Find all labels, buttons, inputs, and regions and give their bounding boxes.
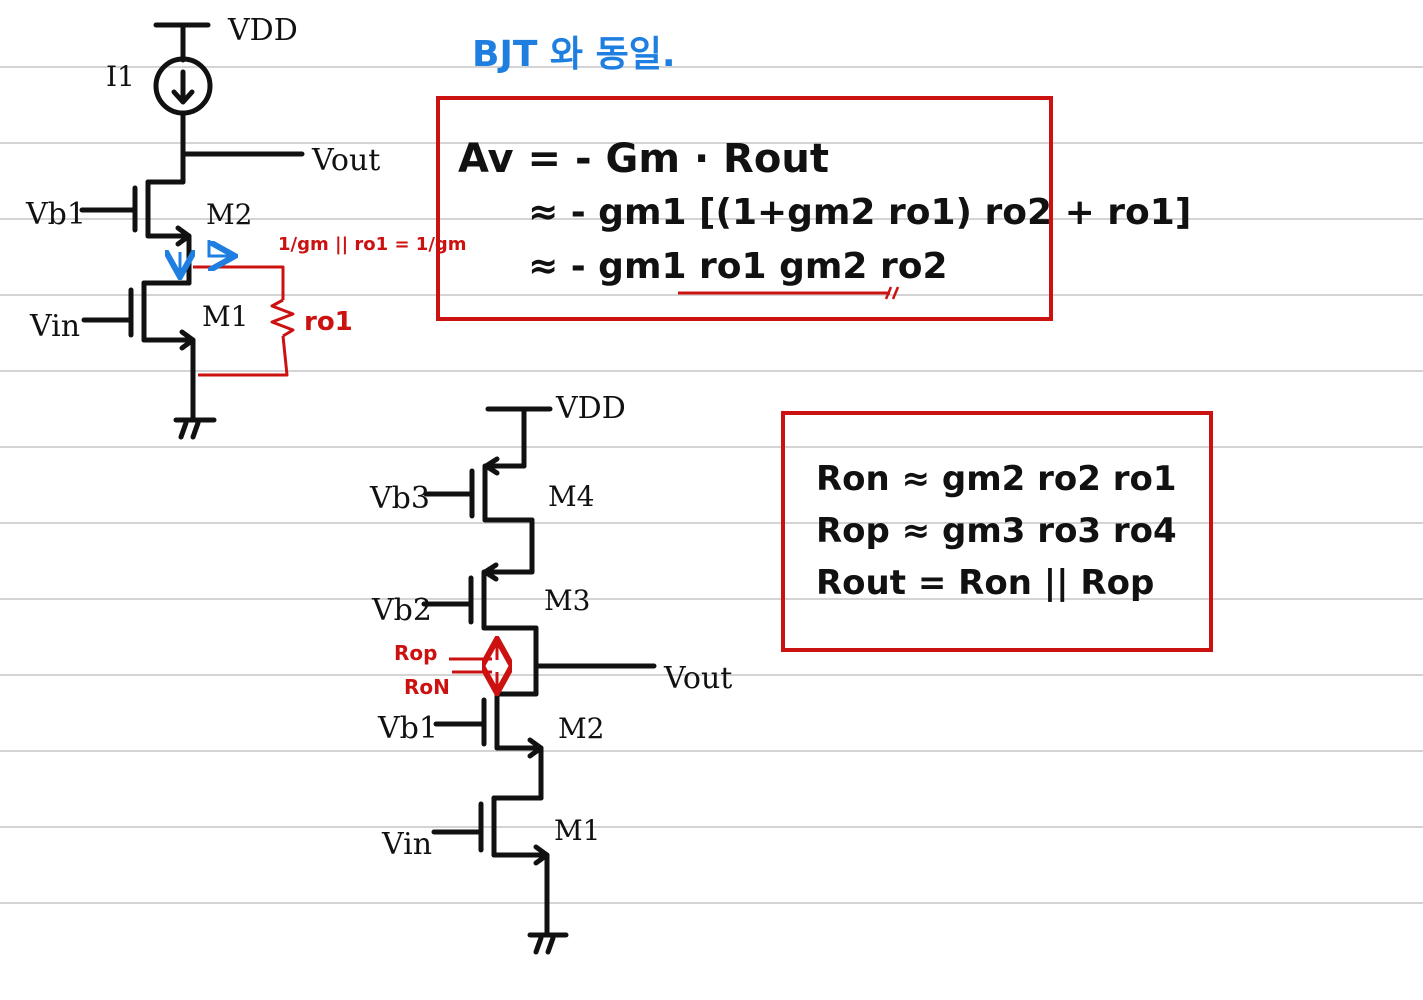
c2-rop-label: Rop xyxy=(394,641,437,665)
c1-vb1-label: Vb1 xyxy=(25,197,86,232)
c1-ro1-label: ro1 xyxy=(304,307,353,337)
rout-line-1: Ron ≈ gm2 ro2 ro1 xyxy=(816,459,1177,499)
c1-m2-label: M2 xyxy=(206,198,252,231)
parallel-mark-1 xyxy=(884,286,893,300)
c2-m1-label: M1 xyxy=(554,814,600,847)
blue-turn-arrow xyxy=(207,240,232,256)
c2-m2-label: M2 xyxy=(558,712,604,745)
gain-line-1: Av = - Gm · Rout xyxy=(458,136,829,182)
c2-vin-label: Vin xyxy=(381,827,432,862)
rout-line-3: Rout = Ron || Rop xyxy=(816,563,1154,603)
rop-ron-arrows xyxy=(449,642,497,690)
c2-vb1-label: Vb1 xyxy=(377,711,438,746)
c1-current-source-label: I1 xyxy=(106,60,135,93)
c1-impedance-note: 1/gm || ro1 = 1/gm xyxy=(278,234,467,255)
circuit-1-wires xyxy=(79,22,305,440)
heading-label: BJT 와 동일. xyxy=(472,34,676,75)
c2-m3-label: M3 xyxy=(544,584,590,617)
c1-vout-label: Vout xyxy=(311,143,380,178)
c1-m1-label: M1 xyxy=(202,300,248,333)
gain-line-3: ≈ - gm1 ro1 gm2 ro2 xyxy=(528,246,948,287)
c1-vdd-label: VDD xyxy=(227,13,298,48)
c1-vin-label: Vin xyxy=(29,309,80,344)
c2-ron-label: RoN xyxy=(404,675,450,699)
circuit-2-wires xyxy=(421,406,657,955)
c2-vdd-label: VDD xyxy=(555,391,626,426)
rout-line-2: Rop ≈ gm3 ro3 ro4 xyxy=(816,511,1177,551)
c2-vout-label: Vout xyxy=(663,661,732,696)
rout-box xyxy=(781,411,1213,652)
parallel-mark-2 xyxy=(891,286,900,300)
c2-vb3-label: Vb3 xyxy=(369,481,430,516)
gain-box xyxy=(436,96,1053,321)
c2-vb2-label: Vb2 xyxy=(371,593,432,628)
gain-line-2: ≈ - gm1 [(1+gm2 ro1) ro2 + ro1] xyxy=(528,192,1191,233)
c2-m4-label: M4 xyxy=(548,480,594,513)
ruled-lines xyxy=(0,66,1423,904)
